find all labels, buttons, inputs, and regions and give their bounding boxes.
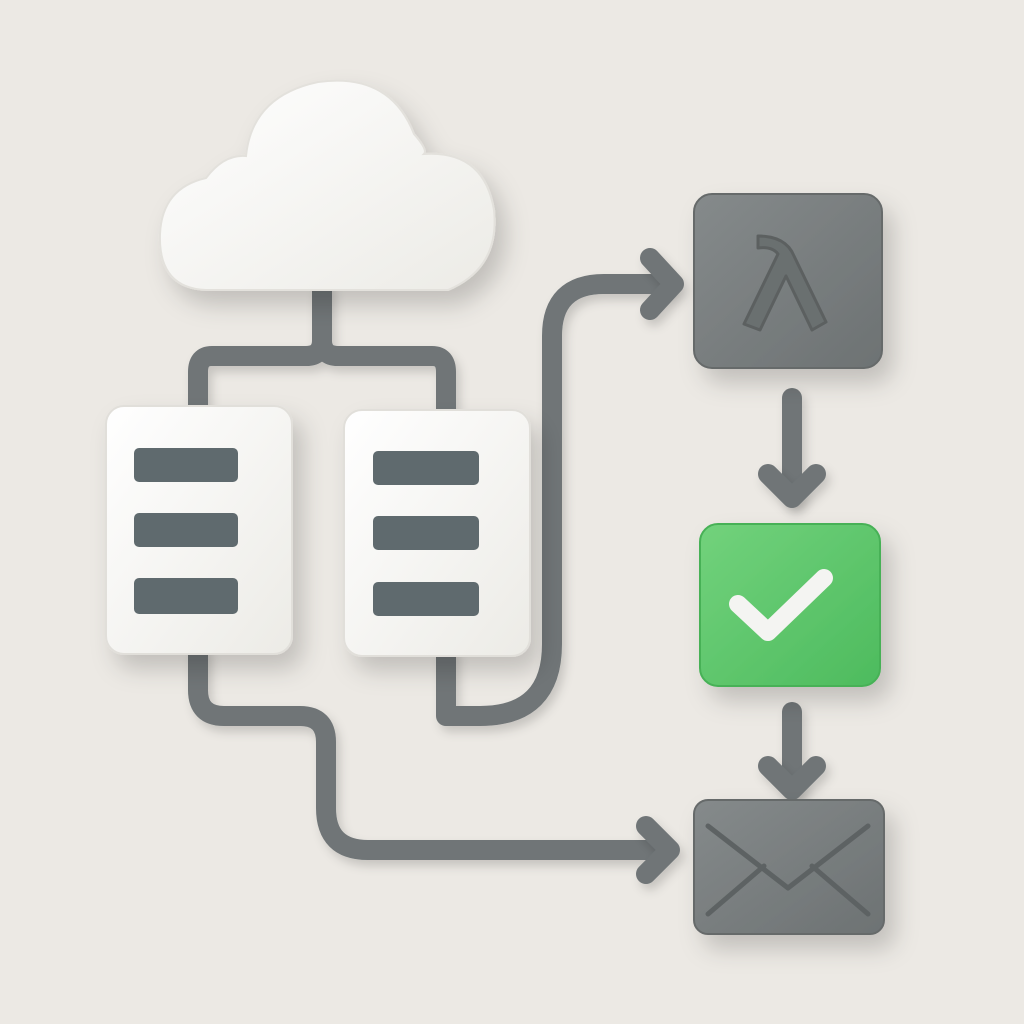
connector-cloud-to-servers [188, 280, 456, 420]
arrowheads [636, 248, 826, 884]
envelope-icon [705, 823, 871, 917]
arrowhead-to-notification [636, 816, 680, 884]
server-slot [134, 448, 238, 482]
notification-node [693, 799, 885, 935]
connector-servers-to-lambda [188, 274, 674, 860]
lambda-node [693, 193, 883, 369]
server-node-left [105, 405, 293, 655]
cloud-icon [158, 79, 496, 291]
arrowhead-to-notification-vertical [758, 756, 826, 800]
connector-layer [188, 274, 802, 860]
notification-tile [693, 799, 885, 935]
server-slot [134, 513, 238, 547]
server-slot [373, 451, 479, 485]
approval-node [699, 523, 881, 687]
server-node-right [343, 409, 531, 657]
checkmark-icon [729, 569, 833, 641]
arrowhead-to-approval [758, 464, 826, 508]
server-slot [373, 516, 479, 550]
arrowhead-to-lambda [640, 248, 684, 320]
cloud-node [158, 79, 496, 291]
lambda-icon [742, 234, 828, 332]
server-slot [134, 578, 238, 614]
server-slot [373, 582, 479, 616]
